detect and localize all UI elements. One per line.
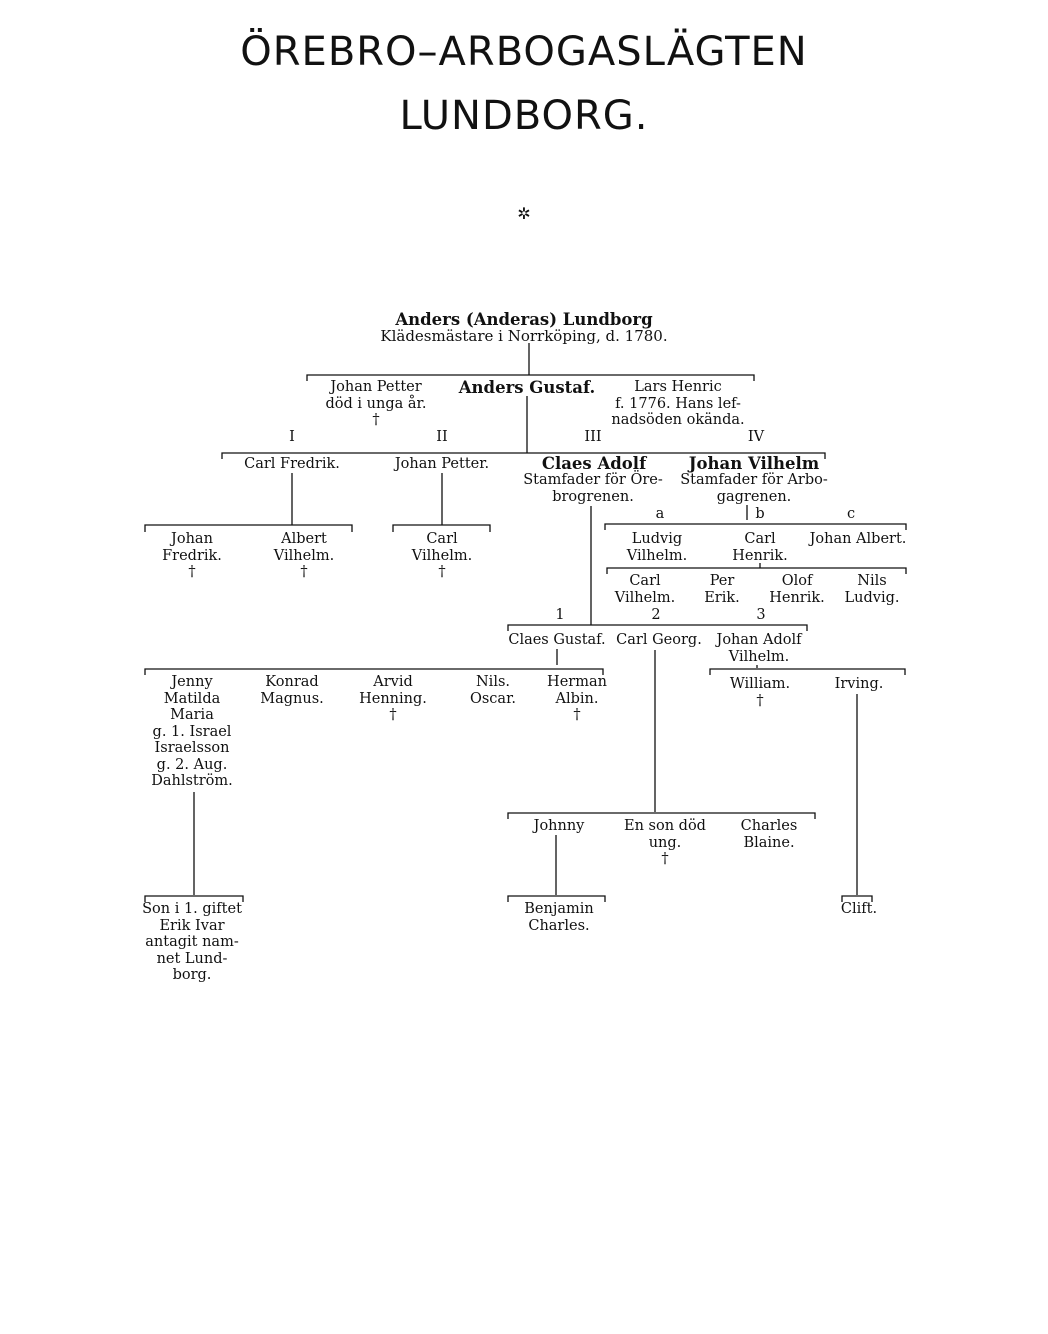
person-nils-ludvig: Nils Ludvig. <box>844 573 900 606</box>
tree-bracket <box>306 374 755 381</box>
person-claes-adolf: Claes Adolf <box>541 454 647 473</box>
person-anders-anderas-lundborg: Anders (Anderas) Lundborg <box>395 310 653 329</box>
person-jenny-matilda-maria: Jenny Matilda Maria g. 1. Israel Israels… <box>151 674 233 789</box>
tree-bracket <box>144 895 244 902</box>
person-benjamin-charles: Benjamin Charles. <box>524 901 594 934</box>
ornament-icon: ✲ <box>517 204 531 223</box>
person-claes-gustaf: Claes Gustaf. <box>508 632 606 648</box>
page-title-line2: LUNDBORG. <box>399 93 649 139</box>
tree-bracket <box>709 668 906 675</box>
branch-numeral: III <box>584 429 602 445</box>
person-johan-fredrik: Johan Fredrik. † <box>162 531 222 580</box>
person-nils-oscar: Nils. Oscar. <box>469 674 517 707</box>
tree-bracket <box>144 668 604 675</box>
tree-bracket <box>507 624 808 631</box>
page-title-line1: ÖREBRO–ARBOGASLÄGTEN <box>240 29 808 75</box>
tree-bracket <box>221 452 826 459</box>
person-carl-vilhelm-arboga: Carl Vilhelm. <box>614 573 676 606</box>
person-carl-georg: Carl Georg. <box>616 632 702 648</box>
person-description: Stamfader för Arbo- gagrenen. <box>680 472 828 505</box>
tree-bracket <box>144 524 353 532</box>
person-carl-vilhelm: Carl Vilhelm. † <box>411 531 473 580</box>
person-johan-petter-ii: Johan Petter. <box>394 456 490 472</box>
person-ludvig-vilhelm: Ludvig Vilhelm. <box>626 531 688 564</box>
branch-numeral: IV <box>747 429 765 445</box>
tree-bracket <box>606 567 907 574</box>
branch-letter: c <box>846 506 856 522</box>
person-johan-adolf-vilhelm: Johan Adolf Vilhelm. <box>716 632 802 665</box>
person-per-erik: Per Erik. <box>704 573 740 606</box>
tree-bracket <box>507 895 606 902</box>
branch-number: 3 <box>756 607 766 623</box>
person-description: Klädesmästare i Norrköping, d. 1780. <box>380 327 668 345</box>
person-description: Stamfader för Öre- brogrenen. <box>523 472 663 505</box>
tree-bracket <box>604 523 907 530</box>
person-olof-henrik: Olof Henrik. <box>769 573 825 606</box>
person-william: William. † <box>729 676 791 709</box>
person-arvid-henning: Arvid Henning. † <box>359 674 427 723</box>
person-carl-henrik: Carl Henrik. <box>732 531 788 564</box>
person-albert-vilhelm: Albert Vilhelm. † <box>273 531 335 580</box>
tree-bracket <box>392 524 491 532</box>
person-carl-fredrik: Carl Fredrik. <box>244 456 340 472</box>
tree-bracket <box>841 895 873 902</box>
branch-numeral: I <box>289 429 295 445</box>
person-en-son: En son död ung. † <box>624 818 706 867</box>
branch-letter: b <box>755 506 765 522</box>
person-irving: Irving. <box>834 676 884 692</box>
branch-number: 1 <box>555 607 565 623</box>
person-lars-henric: Lars Henric f. 1776. Hans lef- nadsöden … <box>611 379 745 428</box>
person-clift: Clift. <box>840 901 878 917</box>
tree-bracket <box>507 812 816 819</box>
person-johan-albert: Johan Albert. <box>809 531 907 547</box>
person-johnny: Johnny <box>533 818 585 834</box>
person-konrad-magnus: Konrad Magnus. <box>260 674 324 707</box>
person-johan-vilhelm: Johan Vilhelm <box>688 454 820 473</box>
person-anders-gustaf: Anders Gustaf. <box>458 378 596 397</box>
person-johan-petter: Johan Petter död i unga år. † <box>325 379 427 428</box>
branch-numeral: II <box>436 429 448 445</box>
branch-letter: a <box>655 506 665 522</box>
branch-number: 2 <box>651 607 661 623</box>
person-son-erik-ivar: Son i 1. giftet Erik Ivar antagit nam- n… <box>142 901 242 983</box>
person-herman-albin: Herman Albin. † <box>547 674 607 723</box>
person-charles-blaine: Charles Blaine. <box>740 818 798 851</box>
